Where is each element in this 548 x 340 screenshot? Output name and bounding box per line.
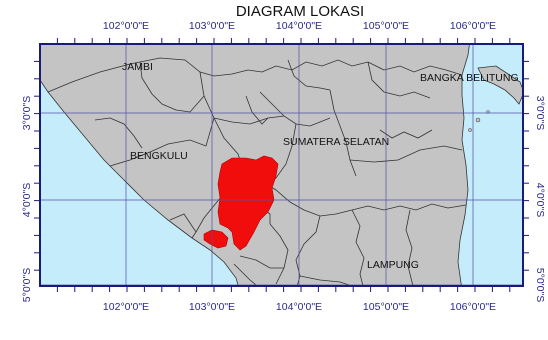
lat-label: 3°0'0"S — [534, 96, 546, 130]
lon-labels-top: 102°0'0"E 103°0'0"E 104°0'0"E 105°0'0"E … — [103, 20, 496, 32]
region-label-lampung: LAMPUNG — [367, 259, 419, 271]
region-labels: JAMBI BANGKA BELITUNG BENGKULU SUMATERA … — [122, 61, 519, 271]
region-label-bengkulu: BENGKULU — [130, 150, 188, 162]
lon-label: 104°0'0"E — [276, 301, 322, 313]
study-area-south — [203, 229, 229, 249]
lat-label: 5°0'0"S — [534, 268, 546, 302]
lon-label: 103°0'0"E — [189, 20, 235, 32]
lon-label: 106°0'0"E — [450, 20, 496, 32]
study-area-main — [217, 155, 279, 251]
islet — [468, 128, 472, 132]
islet — [475, 117, 481, 123]
lat-labels-left: 3°0'0"S 4°0'0"S 5°0'0"S — [21, 96, 33, 302]
lon-label: 105°0'0"E — [363, 301, 409, 313]
map-title: DIAGRAM LOKASI — [236, 3, 364, 20]
lon-label: 104°0'0"E — [276, 20, 322, 32]
lon-label: 105°0'0"E — [363, 20, 409, 32]
lon-label: 106°0'0"E — [450, 301, 496, 313]
region-label-bangka-belitung: BANGKA BELITUNG — [420, 72, 519, 84]
map-frame — [39, 43, 524, 287]
lon-label: 102°0'0"E — [103, 20, 149, 32]
bangka-island — [477, 65, 523, 105]
lon-label: 103°0'0"E — [189, 301, 235, 313]
lat-label: 3°0'0"S — [21, 96, 33, 130]
lon-label: 102°0'0"E — [103, 301, 149, 313]
lat-label: 4°0'0"S — [534, 183, 546, 217]
lat-label: 5°0'0"S — [21, 268, 33, 302]
lat-label: 4°0'0"S — [21, 183, 33, 217]
lon-labels-bottom: 102°0'0"E 103°0'0"E 104°0'0"E 105°0'0"E … — [103, 301, 496, 313]
lat-labels-right: 3°0'0"S 4°0'0"S 5°0'0"S — [534, 96, 546, 302]
region-label-jambi: JAMBI — [122, 61, 153, 73]
region-label-sumatera-selatan: SUMATERA SELATAN — [283, 136, 389, 148]
frame-ticks — [34, 38, 529, 292]
